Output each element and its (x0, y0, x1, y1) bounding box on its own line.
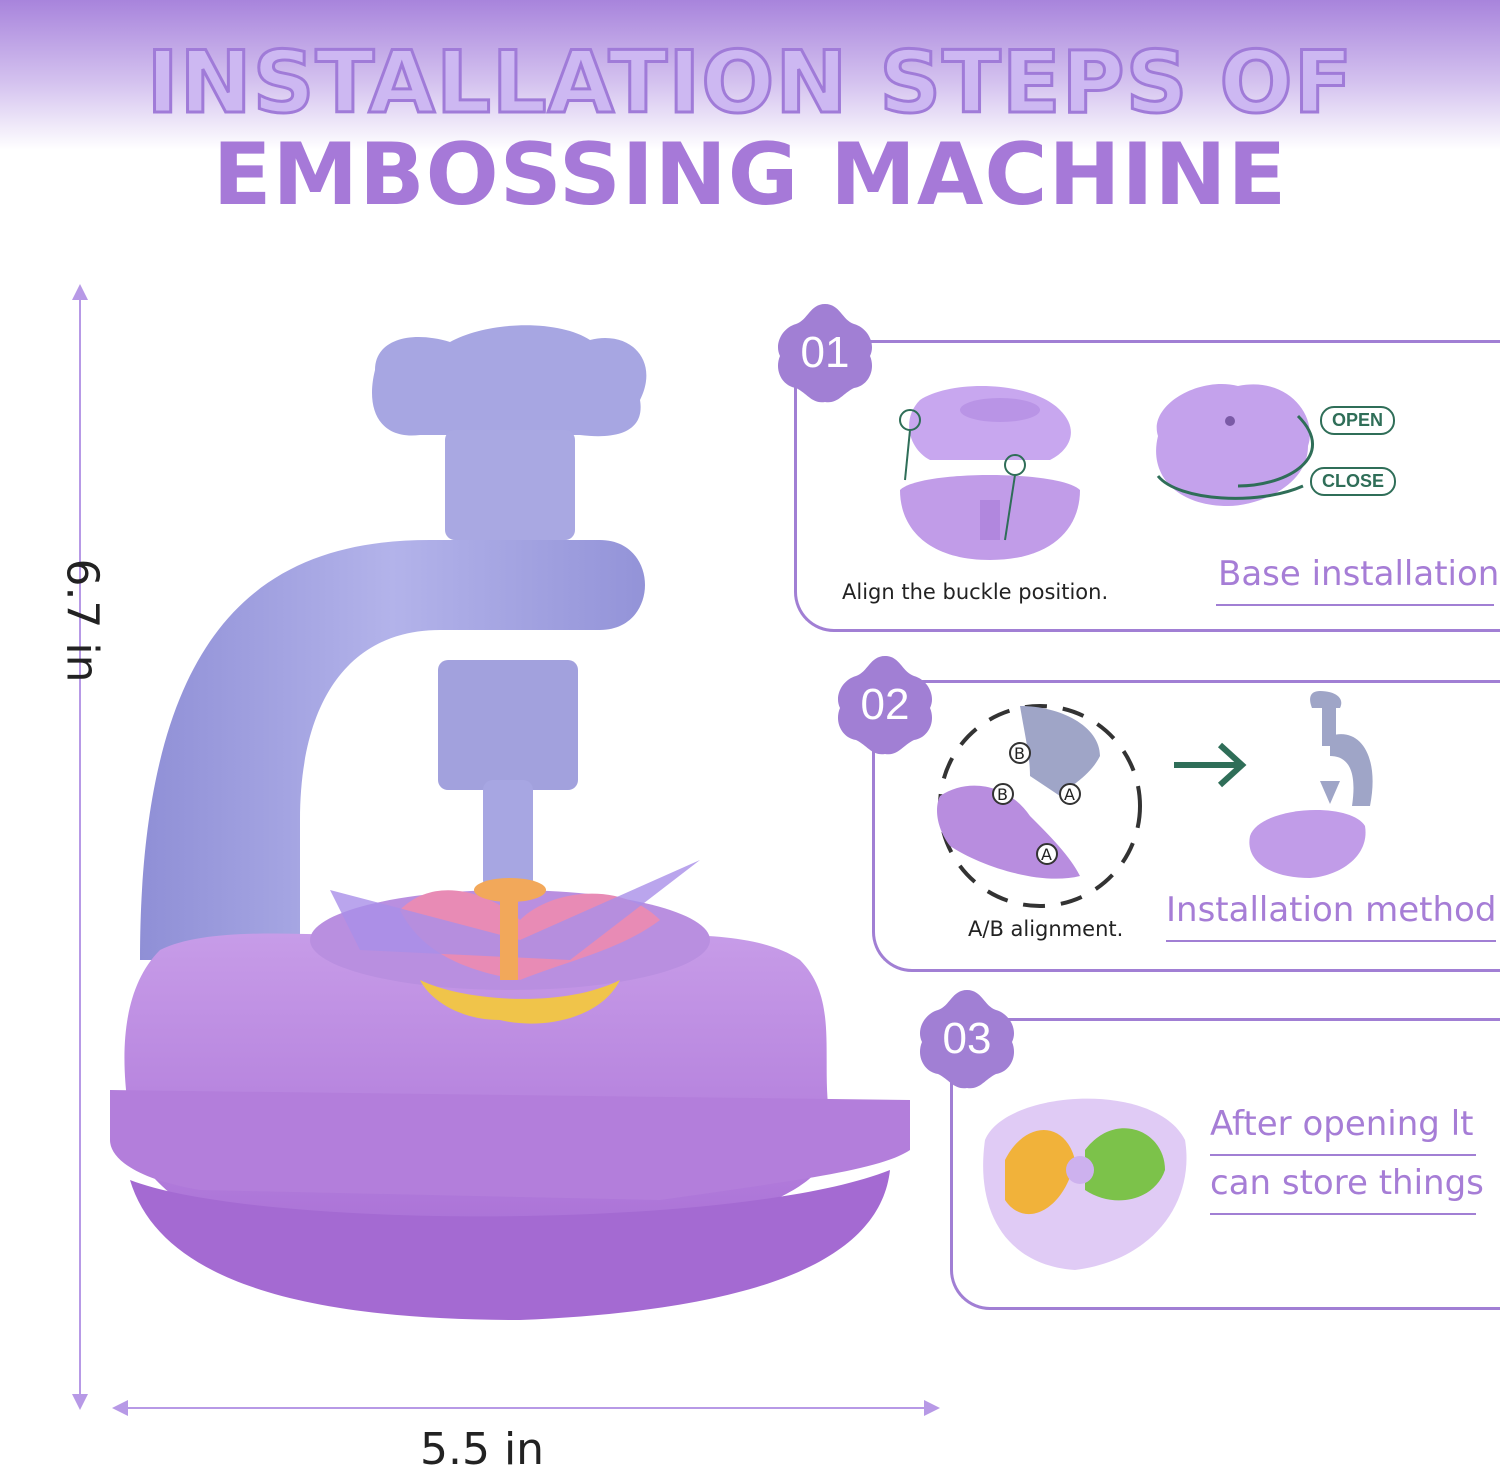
header-banner (0, 0, 1500, 150)
step-02-caption: A/B alignment. (968, 917, 1124, 941)
step-03-number: 03 (942, 1014, 992, 1063)
step-02-title: Installation method (1166, 890, 1497, 930)
arrow-right-green-icon (1174, 742, 1247, 788)
step-01-badge-icon (777, 304, 873, 403)
step-01-caption: Align the buckle position. (842, 580, 1109, 604)
page-title-line1: INSTALLATION STEPS OF (145, 33, 1354, 133)
step-02-badge-icon (837, 656, 933, 755)
open-label: OPEN (1320, 406, 1396, 435)
base-open-image (899, 386, 1080, 560)
height-dimension-line (79, 288, 81, 1406)
step-01-underline (1216, 604, 1494, 606)
width-dimension-line (116, 1407, 936, 1409)
embossing-machine-image (110, 325, 910, 1320)
arrow-up-icon (72, 284, 88, 300)
step-03-title-line1: After opening lt (1210, 1104, 1474, 1144)
assembled-parts-image (1249, 691, 1373, 878)
width-label: 5.5 in (420, 1424, 545, 1475)
step-03-title-line2: can store things (1210, 1163, 1484, 1203)
step-02-underline (1166, 940, 1496, 942)
arrow-down-icon (72, 1394, 88, 1410)
step-01-title: Base installation (1218, 554, 1500, 594)
close-label: CLOSE (1310, 467, 1397, 496)
arrow-right-icon (924, 1400, 940, 1416)
marker-a1: A (1064, 785, 1075, 804)
base-closed-image (1156, 384, 1314, 506)
marker-b1: B (1014, 744, 1025, 763)
step-01-number: 01 (800, 328, 850, 377)
marker-b2: B (997, 785, 1008, 804)
step-03-badge-icon (919, 990, 1015, 1089)
step-03-underline-1 (1210, 1154, 1476, 1156)
step-02-number: 02 (860, 680, 910, 729)
ab-alignment-image (937, 704, 1142, 908)
step-03-underline-2 (1210, 1213, 1476, 1215)
marker-a2: A (1041, 845, 1052, 864)
arrow-left-icon (112, 1400, 128, 1416)
storage-tray-image (983, 1098, 1187, 1270)
page-title-line2: EMBOSSING MACHINE (212, 125, 1288, 225)
